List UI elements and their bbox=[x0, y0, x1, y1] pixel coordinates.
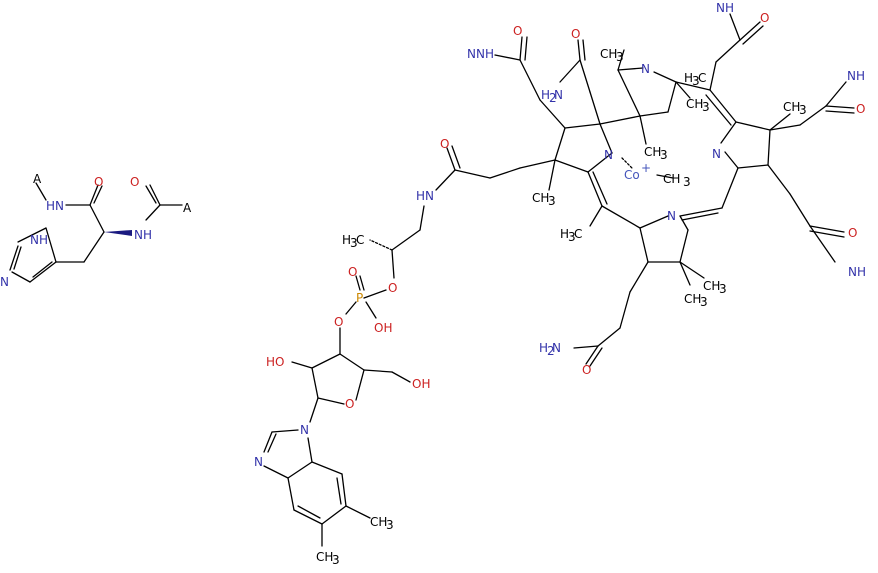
amide-tl-h2n: NH bbox=[476, 47, 494, 61]
h3c-a-label: H bbox=[560, 227, 569, 241]
p-o-ester2: O bbox=[334, 315, 343, 329]
ch3-a-sub: 3 bbox=[548, 194, 556, 208]
h3c-b-c: C bbox=[698, 71, 706, 85]
h3c-b-sub: 3 bbox=[692, 74, 700, 88]
p-oh: OH bbox=[374, 321, 392, 335]
ring-n-top-label: N bbox=[641, 62, 650, 76]
benz-ch3-1-sub: 3 bbox=[386, 518, 394, 532]
ch3-c-label: CH bbox=[644, 145, 661, 159]
co-methyl-sub: 3 bbox=[683, 175, 691, 189]
amide-tl-o: O bbox=[513, 24, 522, 38]
his-imid-n-label: N bbox=[0, 275, 9, 289]
p-o-double: O bbox=[348, 265, 357, 279]
ch3-d-label: CH bbox=[686, 97, 703, 111]
his-a2-label: A bbox=[183, 201, 192, 215]
amide-tr-o: O bbox=[760, 11, 769, 25]
his-a1-label: A bbox=[33, 172, 42, 186]
amide-bot-n: N bbox=[552, 341, 561, 355]
linker-o: O bbox=[440, 137, 449, 151]
his-o1-label: O bbox=[94, 175, 103, 189]
amide-bot-sub: 2 bbox=[547, 344, 555, 358]
ring-n-left-label: N bbox=[604, 148, 613, 162]
benz-ch3-2: CH bbox=[316, 550, 333, 564]
amide-c1-o: O bbox=[571, 27, 580, 41]
amide-r2-o: O bbox=[848, 226, 857, 240]
benz-n1: N bbox=[300, 423, 309, 437]
benz-n2: N bbox=[254, 455, 263, 469]
ch3-b-sub: 3 bbox=[616, 50, 624, 64]
his-hn-label: HN bbox=[46, 199, 64, 213]
linker-h3c-sub: 3 bbox=[350, 236, 358, 250]
oh-ribose: OH bbox=[412, 377, 430, 391]
amide-side-chains: N NH O O H 2 N NH O NH O O N bbox=[467, 1, 866, 377]
amide-c1-n: N bbox=[554, 88, 563, 102]
ch3-e-sub: 3 bbox=[799, 103, 807, 117]
amide-bot-o: O bbox=[582, 363, 591, 377]
cobalt-label: Co bbox=[624, 168, 640, 182]
amide-tl-nh2: N bbox=[467, 47, 476, 61]
benz-ch3-1: CH bbox=[370, 515, 387, 529]
ch3-e-label: CH bbox=[783, 100, 800, 114]
his-o2-label: O bbox=[130, 175, 139, 189]
corrin-ring: N N N N Co + CH 3 CH 3 H 3 C CH 3 CH 3 C… bbox=[532, 47, 807, 309]
co-methyl-label: CH bbox=[663, 172, 680, 186]
ch3-a-label: CH bbox=[532, 191, 549, 205]
linker-h3c: H bbox=[342, 233, 351, 247]
ch3-b-label: CH bbox=[600, 47, 617, 61]
amide-r2-nh2: NH bbox=[848, 265, 866, 279]
linker-h3c-c: C bbox=[356, 233, 364, 247]
his-imid-nh-label: NH bbox=[30, 233, 48, 247]
ribose-o: O bbox=[345, 397, 354, 411]
stereo-wedge bbox=[104, 230, 132, 236]
amide-right-o: O bbox=[856, 102, 865, 116]
histidine-fragment: A A HN NH O O NH N bbox=[0, 172, 192, 289]
linker-hn: HN bbox=[416, 189, 434, 203]
his-nh-label: NH bbox=[134, 228, 152, 242]
p-o-ester1: O bbox=[388, 281, 397, 295]
benz-ch3-2-sub: 3 bbox=[332, 553, 340, 567]
h3c-a-c: C bbox=[574, 227, 582, 241]
ch3-d-sub: 3 bbox=[702, 100, 710, 114]
amide-right-nh2: NH bbox=[847, 69, 865, 83]
ch3-f-label: CH bbox=[703, 279, 720, 293]
ch3-g-label: CH bbox=[684, 292, 701, 306]
amide-c1-sub: 2 bbox=[549, 91, 557, 105]
amide-bot-h: H bbox=[539, 341, 548, 355]
ring-n-right-label: N bbox=[712, 147, 721, 161]
p-atom: P bbox=[356, 291, 363, 305]
linker-chain: O HN H 3 C O P O OH O bbox=[334, 137, 556, 335]
ring-n-bottom-label: N bbox=[667, 209, 676, 223]
benzimidazole: N N CH 3 CH 3 bbox=[254, 423, 394, 567]
cobalt-charge: + bbox=[641, 161, 651, 175]
h3c-a-sub: 3 bbox=[568, 230, 576, 244]
amide-tr-nh2: NH bbox=[716, 1, 734, 15]
ch3-c-sub: 3 bbox=[660, 148, 668, 162]
ch3-f-sub: 3 bbox=[719, 282, 727, 296]
ribose-ring: O HO OH bbox=[266, 327, 430, 423]
ho-ribose: HO bbox=[266, 355, 284, 369]
h3c-b-label: H bbox=[684, 71, 693, 85]
ch3-g-sub: 3 bbox=[700, 295, 708, 309]
amide-c1-h: H bbox=[541, 88, 550, 102]
